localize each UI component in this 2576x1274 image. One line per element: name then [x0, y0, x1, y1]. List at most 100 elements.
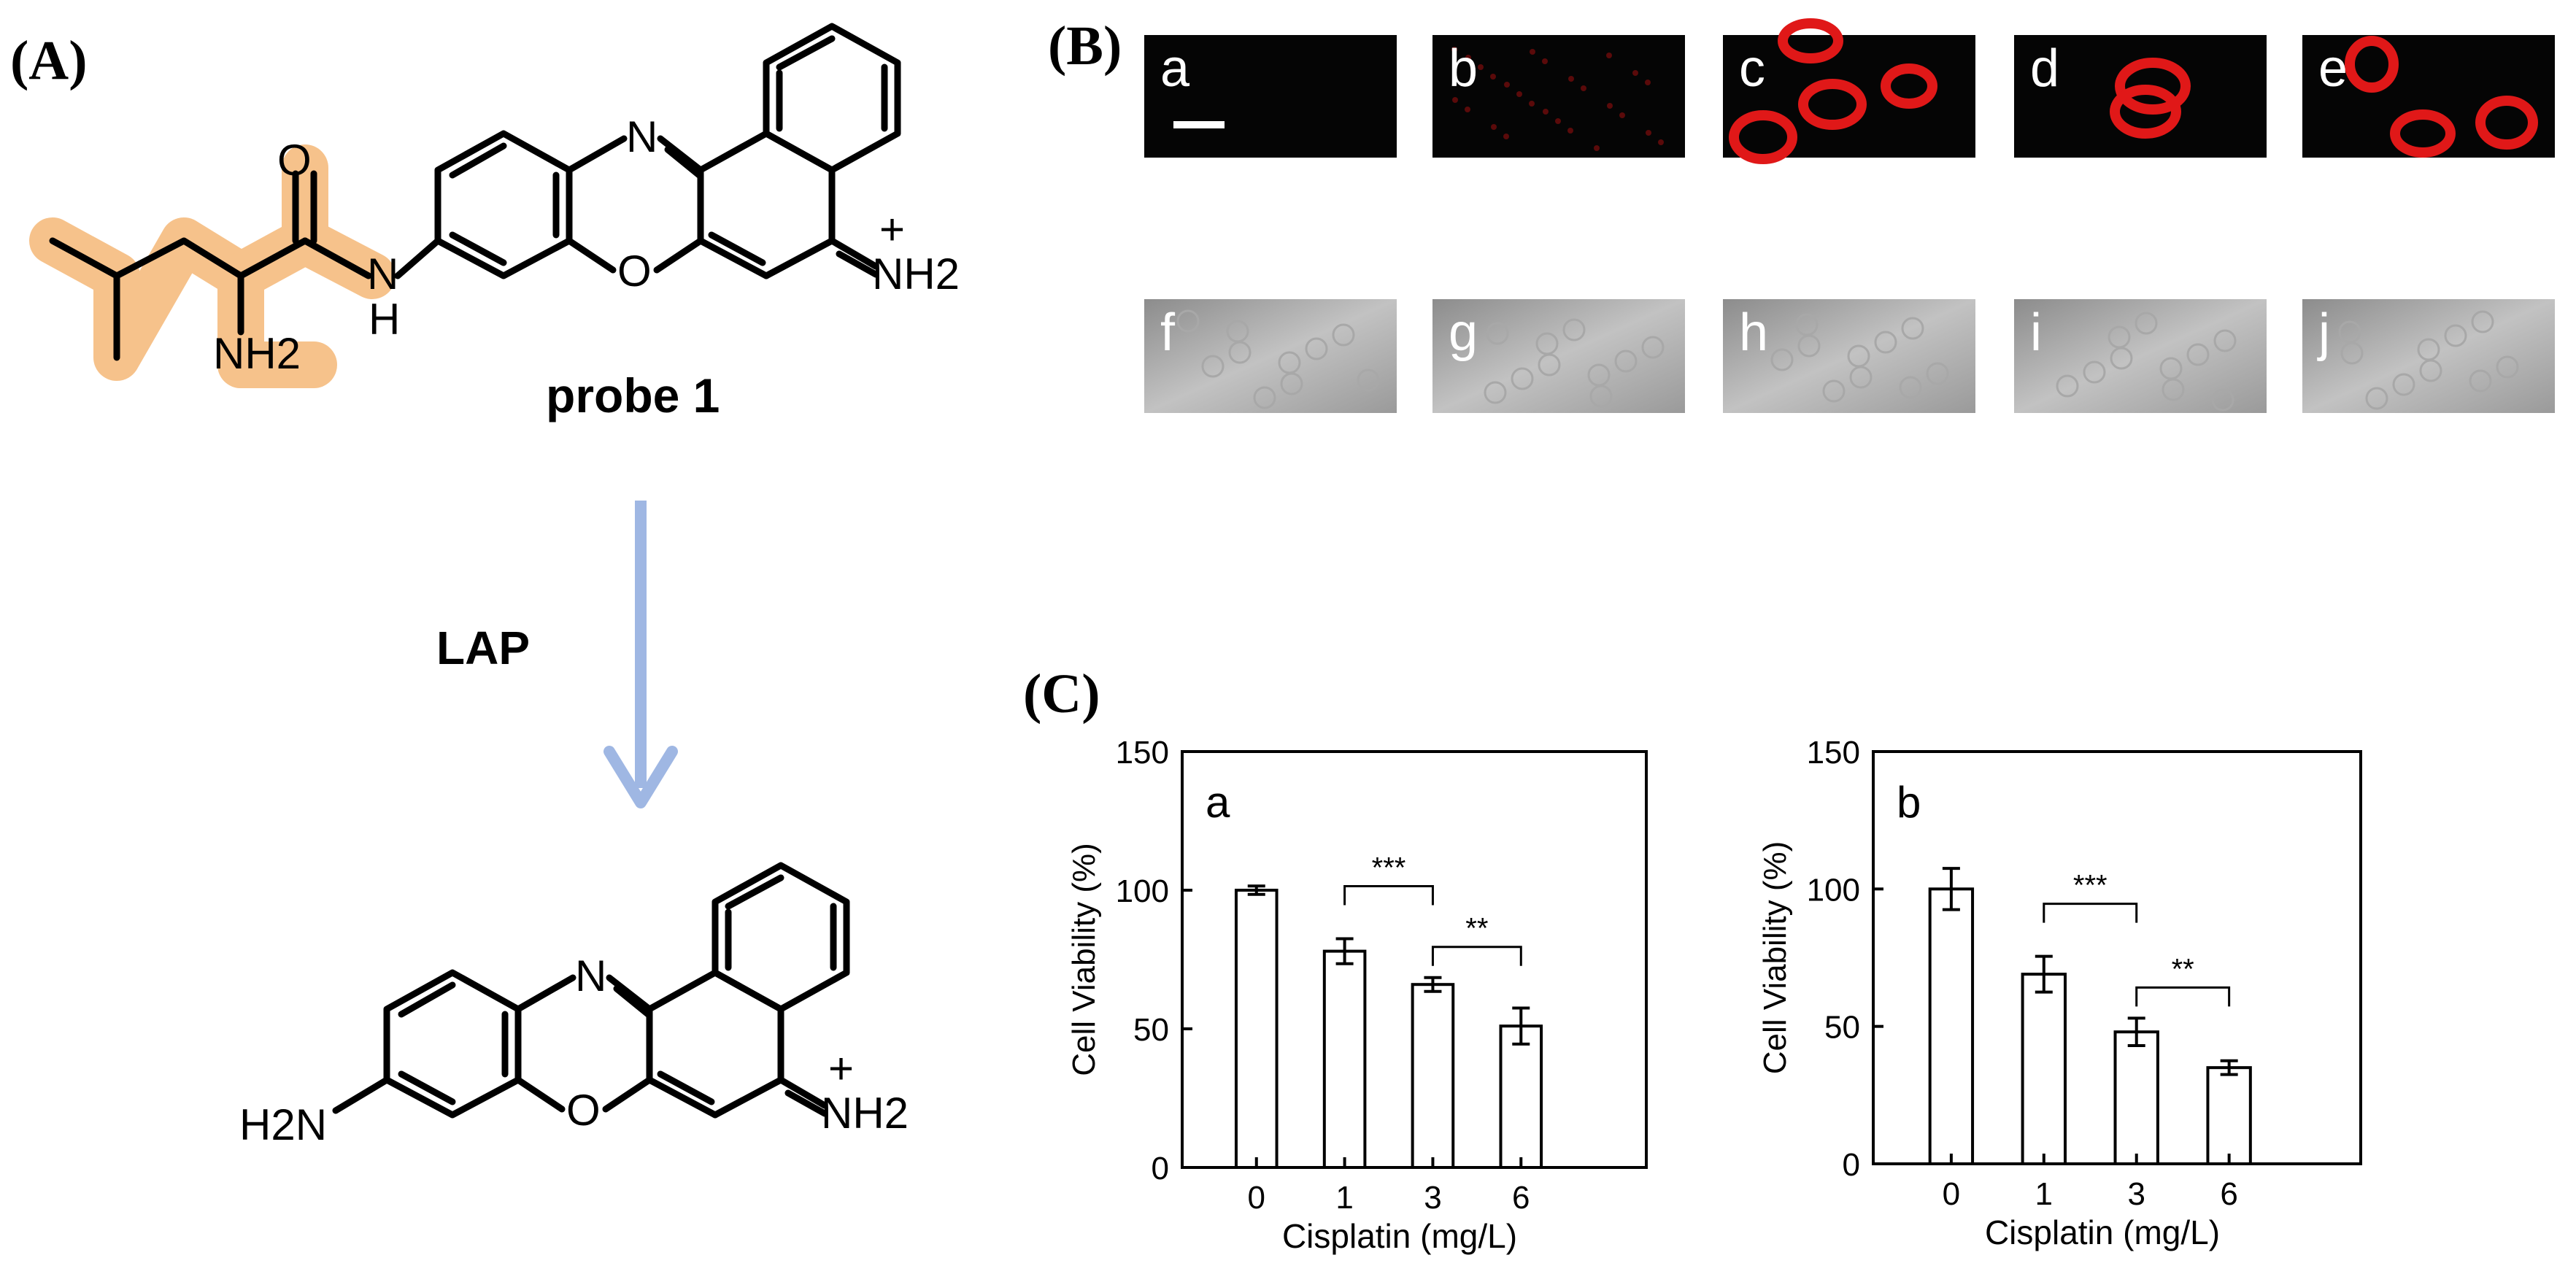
brightfield-image-f: f [1144, 299, 1397, 413]
tile-label-b: b [1449, 39, 1478, 98]
cell-d-1 [2110, 85, 2181, 139]
significance-label: *** [2073, 870, 2108, 902]
enzyme-label: LAP [436, 622, 530, 674]
atom-nh-h: H [369, 295, 400, 344]
x-tick-label-1: 1 [1335, 1180, 1353, 1216]
x-tick-label-3: 3 [2127, 1176, 2145, 1212]
brightfield-image-i: i [2014, 299, 2267, 413]
tile-label-c: c [1739, 39, 1765, 98]
y-tick-label: 50 [1824, 1010, 1860, 1046]
error-bar-0 [1942, 867, 1960, 911]
panel-label-c: (C) [1023, 663, 1100, 725]
microscopy-grid: a b c d e f g h i j [1144, 18, 2555, 413]
probe-structure [49, 23, 901, 361]
fluorescence-image-e: e [2302, 35, 2555, 158]
tile-label-a: a [1160, 39, 1190, 98]
tile-label-d: d [2030, 39, 2059, 98]
bar-1 [2021, 973, 2067, 1165]
x-tick-label-0: 0 [1248, 1180, 1265, 1216]
significance-bracket [1343, 885, 1434, 906]
error-bar-6 [1512, 1006, 1530, 1046]
x-axis-label: Cisplatin (mg/L) [1282, 1217, 1517, 1255]
cell-e-2 [2475, 96, 2538, 150]
x-axis-label: Cisplatin (mg/L) [1985, 1213, 2220, 1251]
tile-label-j: j [2317, 304, 2330, 362]
cell-e-1 [2390, 109, 2456, 158]
tile-label-e: e [2318, 39, 2348, 98]
x-tick-label-1: 1 [2035, 1176, 2053, 1212]
error-bar-6 [2220, 1059, 2238, 1076]
scale-bar [1173, 121, 1225, 128]
atom-n: N [626, 112, 658, 161]
product-atom-n: N [575, 951, 606, 1000]
cell-c-3 [1729, 110, 1797, 164]
probe-name: probe 1 [546, 368, 720, 422]
y-axis-label: Cell Viability (%) [1066, 843, 1102, 1076]
x-tick-label-6: 6 [1512, 1180, 1530, 1216]
bar-0 [1928, 887, 1975, 1166]
x-tick-label-3: 3 [1424, 1180, 1441, 1216]
atom-nh-n: N [367, 250, 398, 298]
x-tick-label-6: 6 [2220, 1176, 2237, 1212]
brightfield-image-j: j [2302, 299, 2555, 413]
error-bar-3 [2127, 1016, 2145, 1048]
chart-panel-letter: a [1206, 778, 1230, 827]
significance-bracket [2135, 986, 2231, 1007]
tile-label-i: i [2030, 304, 2042, 362]
significance-bracket [2043, 903, 2138, 923]
bar-0 [1234, 889, 1279, 1169]
bar-6 [2206, 1066, 2252, 1165]
significance-label: ** [2172, 953, 2194, 985]
product-atom-o: O [566, 1086, 601, 1135]
y-tick-label: 150 [1807, 735, 1860, 771]
cell-d-0 [2115, 58, 2191, 115]
product-atom-h2n: H2N [239, 1100, 327, 1149]
y-tick-label: 100 [1807, 872, 1860, 908]
error-bar-0 [1247, 884, 1265, 896]
y-tick-label: 0 [1152, 1151, 1169, 1186]
fluorescence-image-c: c [1723, 18, 1975, 164]
atom-iminium: NH2 [872, 250, 960, 298]
error-bar-1 [1335, 937, 1354, 965]
error-bar-1 [2035, 954, 2053, 994]
fluorescence-image-b: b [1432, 35, 1685, 158]
panel-label-b: (B) [1048, 15, 1122, 77]
error-bar-3 [1424, 976, 1442, 993]
chart-panel-letter: b [1897, 778, 1921, 827]
bar-6 [1499, 1024, 1543, 1169]
significance-label: ** [1465, 913, 1488, 945]
significance-label: *** [1372, 852, 1406, 884]
reaction-scheme: N O O N H NH2 NH2 + probe 1 LAP N [29, 23, 960, 1149]
atom-plus-charge: + [879, 205, 905, 254]
y-tick-label: 0 [1843, 1147, 1860, 1183]
cell-c-2 [1798, 79, 1867, 130]
cell-c-0 [1778, 18, 1843, 63]
product-structure [332, 862, 850, 1119]
cell-e-0 [2345, 36, 2399, 93]
x-tick-label-0: 0 [1943, 1176, 1960, 1212]
panel-label-a: (A) [10, 30, 88, 91]
product-atom-iminium: NH2 [821, 1089, 909, 1138]
cell-c-1 [1881, 63, 1937, 109]
significance-bracket [1431, 946, 1522, 966]
fluorescence-image-a: a [1144, 35, 1397, 158]
atom-carbonyl-o: O [277, 136, 312, 185]
tile-label-g: g [1449, 304, 1478, 362]
y-tick-label: 100 [1116, 873, 1169, 909]
tile-label-h: h [1739, 304, 1768, 362]
atom-o: O [617, 247, 652, 296]
bar-1 [1322, 949, 1367, 1169]
bar-3 [2113, 1030, 2159, 1165]
fluorescence-image-d: d [2014, 35, 2267, 158]
brightfield-image-h: h [1723, 299, 1975, 413]
product-atom-plus-charge: + [828, 1044, 854, 1093]
y-axis-label: Cell Viability (%) [1757, 841, 1793, 1075]
brightfield-image-g: g [1432, 299, 1685, 413]
y-tick-label: 50 [1133, 1012, 1169, 1048]
tile-label-f: f [1160, 304, 1176, 362]
bar-3 [1411, 983, 1455, 1169]
atom-amine: NH2 [213, 329, 301, 378]
